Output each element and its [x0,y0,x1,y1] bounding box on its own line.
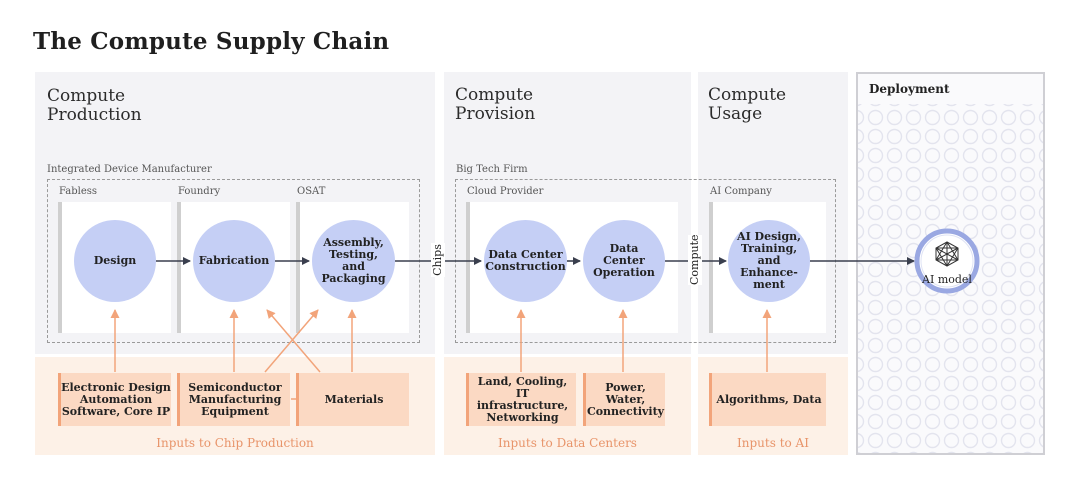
dc-construction-node: Data Center Construction [484,220,567,302]
provision-heading: Compute Provision [455,85,536,124]
big-tech-label: Big Tech Firm [456,164,528,175]
osat-label: OSAT [297,186,326,197]
arrow-materials-fabrication [266,309,321,373]
assembly-node: Assembly, Testing, and Packaging [312,220,395,302]
arrow-sme-assembly [264,309,319,373]
neural-net-icon [935,241,959,267]
fabless-label: Fabless [59,186,98,197]
ai-model-label: AI model [922,273,972,286]
cloud-provider-label: Cloud Provider [467,186,544,197]
foundry-label: Foundry [178,186,221,197]
ai-company-label: AI Company [710,186,772,197]
land-input: Land, Cooling, IT infrastructure, Networ… [466,373,576,426]
ai-design-node: AI Design, Training, and Enhance-ment [728,220,810,302]
fabrication-node: Fabrication [193,220,275,302]
chip-inputs-label: Inputs to Chip Production [156,436,314,450]
dc-inputs-label: Inputs to Data Centers [498,436,637,450]
materials-input: Materials [296,373,409,426]
compute-label: Compute [688,234,702,285]
usage-heading: Compute Usage [708,85,787,124]
deployment-heading: Deployment [869,82,950,96]
ai-model-node [914,228,980,294]
page-title: The Compute Supply Chain [33,28,390,55]
algorithms-input: Algorithms, Data [709,373,826,426]
power-input: Power, Water, Connectivity [583,373,665,426]
eda-input: Electronic Design Automation Software, C… [58,373,171,426]
production-heading: Compute Production [47,86,142,125]
chips-label: Chips [431,243,445,277]
idm-label: Integrated Device Manufacturer [47,164,212,175]
ai-inputs-label: Inputs to AI [737,436,809,450]
sme-input: Semiconductor Manufacturing Equipment [177,373,290,426]
design-node: Design [74,220,156,302]
dc-operation-node: Data Center Operation [583,220,665,302]
